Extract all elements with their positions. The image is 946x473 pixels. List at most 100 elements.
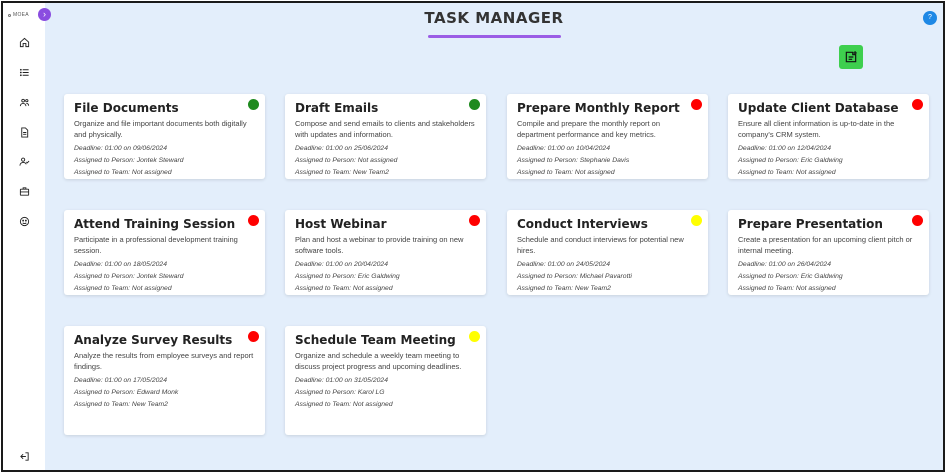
- task-title: Update Client Database: [738, 101, 899, 115]
- task-assigned-team: Assigned to Team: Not assigned: [74, 169, 172, 176]
- task-deadline: Deadline: 01:00 on 31/05/2024: [295, 377, 388, 384]
- task-assigned-person: Assigned to Person: Not assigned: [295, 157, 398, 164]
- task-assigned-person: Assigned to Person: Eric Galdwing: [738, 273, 843, 280]
- task-deadline: Deadline: 01:00 on 20/04/2024: [295, 261, 388, 268]
- list-icon: [19, 68, 29, 76]
- task-assigned-team: Assigned to Team: Not assigned: [738, 285, 836, 292]
- logout-icon: [19, 451, 29, 461]
- sidebar-item-profile[interactable]: [3, 211, 45, 231]
- task-assigned-team: Assigned to Team: New Team2: [295, 169, 389, 176]
- task-assigned-person: Assigned to Person: Eric Galdwing: [738, 157, 843, 164]
- sidebar-item-assignments[interactable]: [3, 151, 45, 171]
- task-assigned-person: Assigned to Person: Stephanie Davis: [517, 157, 630, 164]
- status-indicator: [912, 215, 923, 226]
- task-assigned-person: Assigned to Person: Michael Pavarotti: [517, 273, 632, 280]
- document-icon: [20, 126, 28, 138]
- sidebar-item-home[interactable]: [3, 32, 45, 52]
- briefcase-icon: [19, 186, 29, 196]
- home-icon: [19, 37, 29, 47]
- task-deadline: Deadline: 01:00 on 10/04/2024: [517, 145, 610, 152]
- face-icon: [19, 216, 29, 226]
- brand: MOEA: [8, 12, 29, 18]
- task-title: Host Webinar: [295, 217, 387, 231]
- status-indicator: [691, 99, 702, 110]
- users-icon: [19, 98, 29, 106]
- task-title: Attend Training Session: [74, 217, 236, 231]
- user-check-icon: [18, 157, 29, 166]
- title-underline: [428, 35, 561, 38]
- sidebar-item-teams[interactable]: [3, 92, 45, 112]
- sidebar: MOEA: [3, 3, 45, 470]
- task-description: Compile and prepare the monthly report o…: [517, 119, 660, 139]
- task-assigned-team: Assigned to Team: Not assigned: [295, 285, 393, 292]
- task-title: Draft Emails: [295, 101, 379, 115]
- task-description: Compose and send emails to clients and s…: [295, 119, 475, 139]
- task-assigned-person: Assigned to Person: Eric Galdwing: [295, 273, 400, 280]
- add-note-icon: [845, 51, 857, 63]
- brand-logo-icon: [8, 13, 11, 17]
- status-indicator: [469, 331, 480, 342]
- task-title: File Documents: [74, 101, 179, 115]
- add-task-button[interactable]: [839, 45, 863, 69]
- task-title: Prepare Presentation: [738, 217, 883, 231]
- page-title: TASK MANAGER: [424, 9, 564, 27]
- task-assigned-team: Assigned to Team: Not assigned: [74, 285, 172, 292]
- status-indicator: [469, 99, 480, 110]
- sidebar-item-documents[interactable]: [3, 122, 45, 142]
- task-title: Analyze Survey Results: [74, 333, 233, 347]
- task-description: Plan and host a webinar to provide train…: [295, 235, 464, 255]
- task-description: Organize and schedule a weekly team meet…: [295, 351, 462, 371]
- task-assigned-team: Assigned to Team: Not assigned: [295, 401, 393, 408]
- brand-name: MOEA: [13, 12, 29, 18]
- status-indicator: [469, 215, 480, 226]
- task-description: Schedule and conduct interviews for pote…: [517, 235, 684, 255]
- chevron-right-icon: ›: [43, 9, 46, 19]
- status-indicator: [248, 99, 259, 110]
- task-assigned-person: Assigned to Person: Jontek Steward: [74, 273, 184, 280]
- task-assigned-person: Assigned to Person: Jontek Steward: [74, 157, 184, 164]
- task-assigned-team: Assigned to Team: Not assigned: [738, 169, 836, 176]
- task-deadline: Deadline: 01:00 on 12/04/2024: [738, 145, 831, 152]
- task-assigned-person: Assigned to Person: Edward Monk: [74, 389, 179, 396]
- task-deadline: Deadline: 01:00 on 17/05/2024: [74, 377, 167, 384]
- task-title: Prepare Monthly Report: [517, 101, 680, 115]
- help-button[interactable]: ?: [923, 11, 937, 25]
- help-icon: ?: [928, 14, 932, 21]
- sidebar-item-tasks[interactable]: [3, 62, 45, 82]
- status-indicator: [248, 331, 259, 342]
- task-description: Organize and file important documents bo…: [74, 119, 247, 139]
- sidebar-item-projects[interactable]: [3, 181, 45, 201]
- task-assigned-team: Assigned to Team: Not assigned: [517, 169, 615, 176]
- task-description: Participate in a professional developmen…: [74, 235, 238, 255]
- task-assigned-team: Assigned to Team: New Team2: [517, 285, 611, 292]
- task-deadline: Deadline: 01:00 on 09/06/2024: [74, 145, 167, 152]
- task-title: Conduct Interviews: [517, 217, 648, 231]
- status-indicator: [691, 215, 702, 226]
- sidebar-toggle-button[interactable]: ›: [38, 8, 51, 21]
- status-indicator: [248, 215, 259, 226]
- task-assigned-team: Assigned to Team: New Team2: [74, 401, 168, 408]
- task-description: Analyze the results from employee survey…: [74, 351, 254, 371]
- task-description: Create a presentation for an upcoming cl…: [738, 235, 913, 255]
- task-deadline: Deadline: 01:00 on 25/06/2024: [295, 145, 388, 152]
- task-deadline: Deadline: 01:00 on 26/04/2024: [738, 261, 831, 268]
- task-title: Schedule Team Meeting: [295, 333, 456, 347]
- logout-button[interactable]: [3, 446, 45, 466]
- task-deadline: Deadline: 01:00 on 24/05/2024: [517, 261, 610, 268]
- task-deadline: Deadline: 01:00 on 18/05/2024: [74, 261, 167, 268]
- status-indicator: [912, 99, 923, 110]
- task-assigned-person: Assigned to Person: Karol LG: [295, 389, 385, 396]
- task-description: Ensure all client information is up-to-d…: [738, 119, 895, 139]
